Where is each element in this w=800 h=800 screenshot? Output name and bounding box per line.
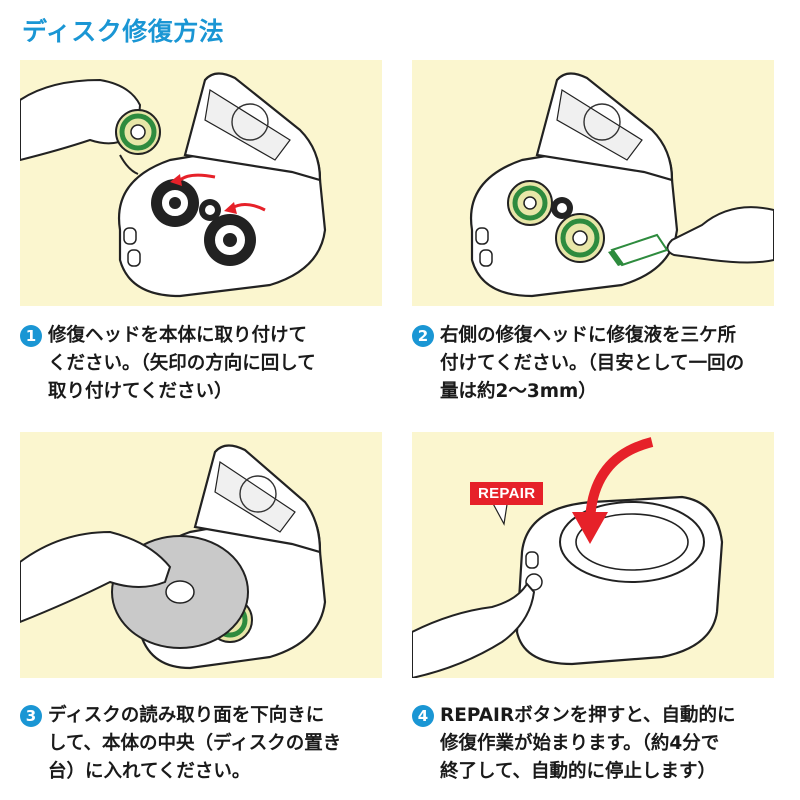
repair-button <box>525 573 543 591</box>
step-number-badge: 4 <box>412 705 434 727</box>
illustration-panel-1 <box>20 60 382 306</box>
illustration-panel-4: REPAIR <box>412 432 774 678</box>
step-1: 1 修復ヘッドを本体に取り付けて ください。（矢印の方向に回して 取り付けてくだ… <box>20 322 400 406</box>
page-title: ディスク修復方法 <box>22 17 225 46</box>
step-number-badge: 3 <box>20 705 42 727</box>
illustration-panel-3 <box>20 432 382 678</box>
step-text: ディスクの読み取り面を下向きに して、本体の中央（ディスクの置き 台）に入れてく… <box>48 705 342 782</box>
step-text: REPAIRボタンを押すと、自動的に 修復作業が始まります。（約4分で 終了して… <box>440 705 736 782</box>
illustration-panel-2 <box>412 60 774 306</box>
step-4: 4 REPAIRボタンを押すと、自動的に 修復作業が始まります。（約4分で 終了… <box>412 702 792 786</box>
device-illustration-1 <box>20 72 327 298</box>
step-2: 2 右側の修復ヘッドに修復液を三ケ所 付けてください。（目安として一回の 量は約… <box>412 322 792 406</box>
device-illustration-4 <box>412 437 724 678</box>
step-text: 修復ヘッドを本体に取り付けて ください。（矢印の方向に回して 取り付けてください… <box>48 325 316 402</box>
step-3: 3 ディスクの読み取り面を下向きに して、本体の中央（ディスクの置き 台）に入れ… <box>20 702 400 786</box>
device-illustration-2 <box>469 72 774 298</box>
repair-callout: REPAIR <box>470 482 544 505</box>
device-illustration-3 <box>20 444 327 670</box>
step-text: 右側の修復ヘッドに修復液を三ケ所 付けてください。（目安として一回の 量は約2〜… <box>440 325 745 402</box>
step-number-badge: 1 <box>20 325 42 347</box>
step-number-badge: 2 <box>412 325 434 347</box>
